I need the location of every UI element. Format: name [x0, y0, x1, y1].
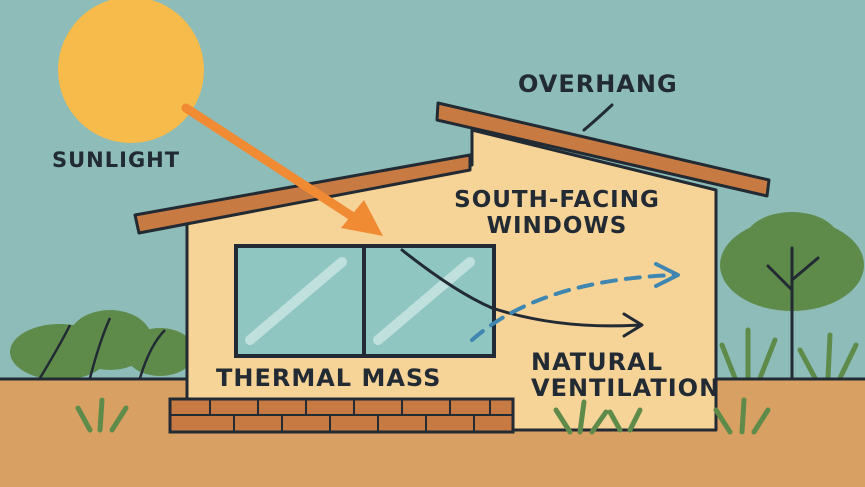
- overhang-pointer: [582, 103, 614, 132]
- left-roof: [133, 153, 472, 235]
- sunlight-label: SUNLIGHT: [52, 148, 180, 172]
- ground-plants-icon: [75, 397, 771, 435]
- heat-flow-arrow: [400, 248, 642, 328]
- overhang-label: OVERHANG: [518, 70, 678, 98]
- natural-label: NATURAL: [531, 348, 663, 376]
- windows-label: WINDOWS: [487, 213, 628, 239]
- thermal-mass-label: THERMAL MASS: [216, 364, 441, 392]
- tree-icon: [720, 212, 864, 380]
- south-facing-window: [234, 244, 496, 358]
- sunlight-ray-arrow: [181, 103, 375, 233]
- sun-icon: [58, 0, 204, 143]
- right-grass-icon: [719, 327, 859, 381]
- ventilation-label: VENTILATION: [531, 374, 720, 402]
- airflow-arrow: [470, 273, 677, 342]
- left-bush-icon: [10, 310, 195, 380]
- overhang-roof: [435, 101, 771, 198]
- brick-foundation: [168, 397, 515, 434]
- sunlight-arrowhead: [341, 200, 383, 236]
- south-facing-label: SOUTH-FACING: [454, 187, 660, 213]
